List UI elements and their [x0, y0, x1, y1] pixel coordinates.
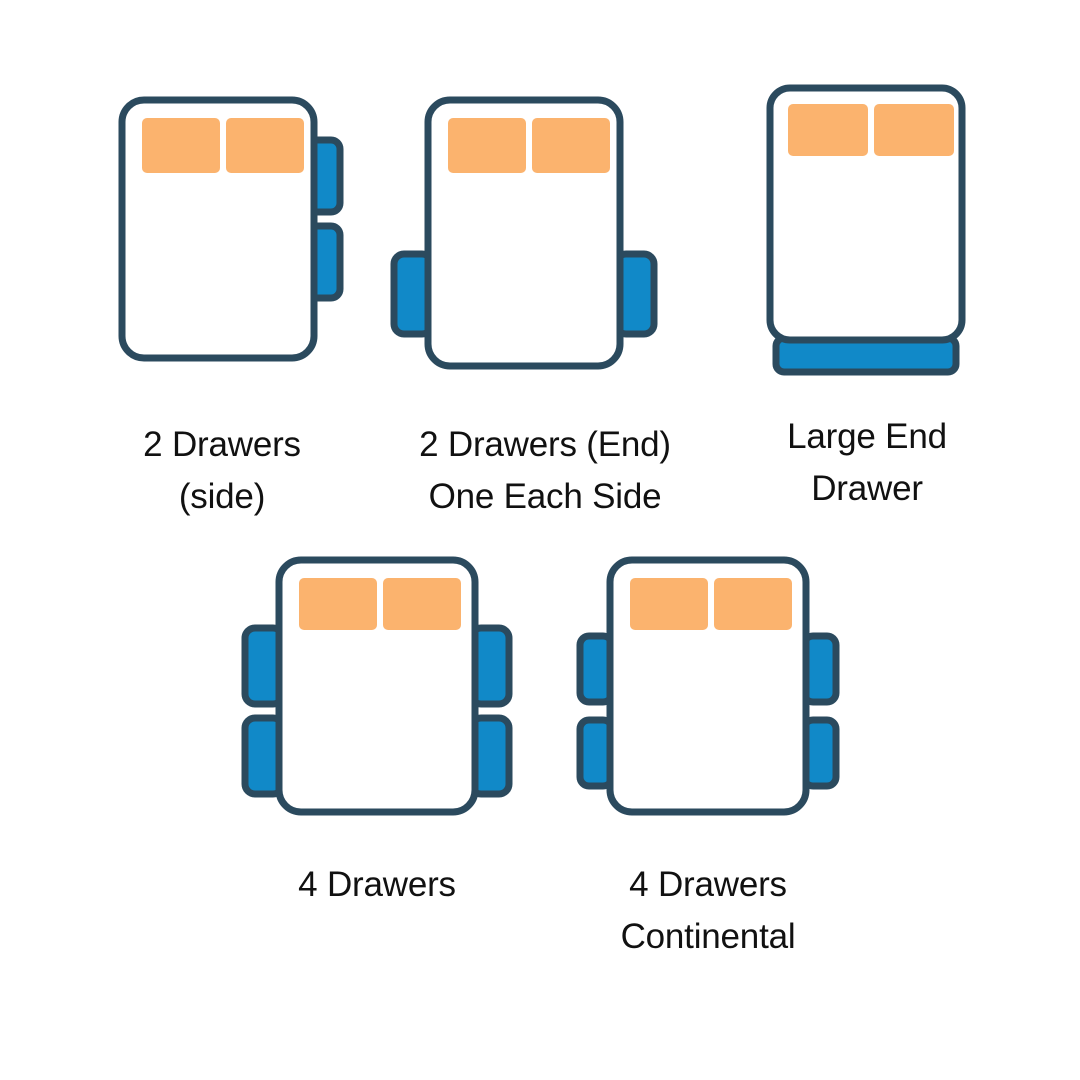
- bed-icon-four-drawers: [241, 556, 513, 816]
- bed-diagram-four-drawers: [227, 552, 527, 829]
- bed-option-label: 2 Drawers (side): [143, 425, 301, 516]
- pillow-left: [448, 118, 526, 173]
- bed-icon-two-drawers-side: [118, 96, 344, 362]
- bed-option-label: 2 Drawers (End) One Each Side: [419, 425, 671, 516]
- pillow-left: [142, 118, 220, 173]
- pillow-right: [714, 578, 792, 630]
- bed-diagram-two-drawers-end: [380, 92, 710, 397]
- pillow-right: [532, 118, 610, 173]
- bed-option-two-drawers-side: 2 Drawers (side): [62, 92, 382, 523]
- bed-option-two-drawers-end-one-each-side: 2 Drawers (End) One Each Side: [380, 92, 710, 523]
- bed-option-label: 4 Drawers Continental: [620, 865, 796, 956]
- bed-option-label: 4 Drawers: [298, 865, 456, 904]
- bed-option-four-drawers-continental: 4 Drawers Continental: [553, 552, 863, 963]
- pillow-right: [226, 118, 304, 173]
- pillow-left: [630, 578, 708, 630]
- pillow-left: [788, 104, 868, 156]
- pillow-right: [874, 104, 954, 156]
- pillow-right: [383, 578, 461, 630]
- bed-icon-two-drawers-end: [390, 96, 658, 370]
- bed-icon-four-drawers-continental: [576, 556, 840, 816]
- bed-option-label: Large End Drawer: [787, 417, 947, 508]
- pillow-left: [299, 578, 377, 630]
- bed-diagram-two-drawers-side: [62, 92, 382, 397]
- bed-diagram-four-drawers-continental: [558, 552, 858, 829]
- bed-diagram-large-end-drawer: [752, 80, 982, 385]
- bed-icon-large-end-drawer: [766, 84, 966, 376]
- bed-option-large-end-drawer: Large End Drawer: [722, 80, 1012, 515]
- bed-option-four-drawers: 4 Drawers: [222, 552, 532, 911]
